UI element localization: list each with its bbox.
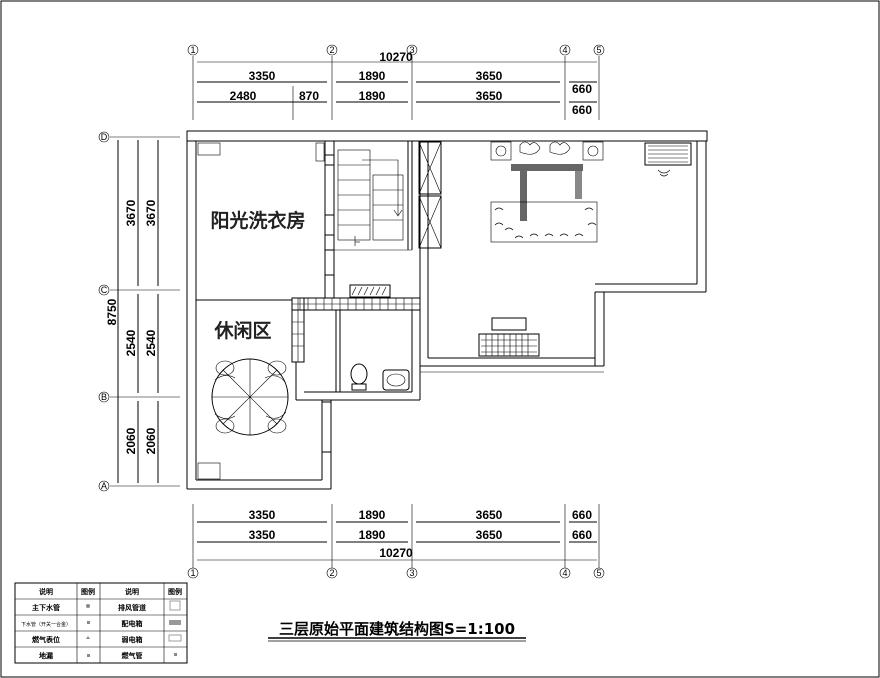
- legend-row4-left: 地漏: [39, 651, 53, 660]
- dim-bottom-row1-d: 660: [572, 508, 592, 522]
- dim-top-row2-b: 870: [299, 89, 319, 103]
- drain-pipe-icon: [86, 604, 90, 608]
- dim-left-inner-b: 2540: [144, 329, 158, 356]
- dim-top-row2-d: 3650: [476, 89, 503, 103]
- dim-bottom-row2-d: 660: [572, 528, 592, 542]
- dim-bottom-row2-a: 3350: [249, 528, 276, 542]
- axis-label-top-4: 4: [562, 45, 567, 55]
- axis-label-bottom-5: 5: [596, 568, 601, 578]
- axis-label-a: A: [101, 481, 107, 491]
- gas-pipe-icon: [174, 653, 177, 656]
- bottom-dimension-lines: [192, 504, 600, 568]
- bottom-axis-markers: 1 2 3 4 5: [187, 567, 605, 579]
- dim-top-total: 10270: [379, 50, 413, 64]
- dim-top-row1-b: 1890: [359, 69, 386, 83]
- bench-fixture: [478, 317, 540, 357]
- top-dimension-lines: [192, 56, 600, 120]
- room-label-leisure: 休闲区: [213, 319, 271, 342]
- legend-row3-left: 燃气表位: [31, 635, 60, 644]
- axis-label-top-5: 5: [596, 45, 601, 55]
- downpipe-icon: [87, 621, 90, 624]
- dim-bottom-row2-b: 1890: [359, 528, 386, 542]
- legend-header-icon-1: 图例: [81, 587, 95, 596]
- axis-label-b: B: [101, 392, 107, 402]
- dim-left-total: 8750: [105, 298, 119, 325]
- left-axis-markers: D C B A: [98, 131, 110, 492]
- weak-current-box-icon: [168, 634, 182, 642]
- dim-left-outer-a: 3670: [124, 199, 138, 226]
- axis-label-c: C: [101, 285, 108, 295]
- legend-row4-right: 燃气管: [121, 651, 143, 660]
- legend-row1-left: 主下水管: [32, 603, 60, 612]
- dim-left-inner-a: 3670: [144, 199, 158, 226]
- legend-row2-left: 下水管（开关一合金）: [21, 621, 71, 628]
- hatched-counter: [349, 284, 391, 298]
- legend-header-desc-1: 说明: [39, 587, 53, 596]
- dim-bottom-row2-c: 3650: [476, 528, 503, 542]
- dim-left-outer-c: 2060: [124, 427, 138, 454]
- dim-bottom-row1-a: 3350: [249, 508, 276, 522]
- dim-top-row2-a: 2480: [230, 89, 257, 103]
- legend-row2-right: 配电箱: [122, 619, 143, 628]
- dim-top-row2-c: 1890: [359, 89, 386, 103]
- staircase: [337, 149, 404, 246]
- axis-label-d: D: [101, 132, 108, 142]
- umbrella-fixture: [211, 358, 289, 436]
- drawing-title: 三层原始平面建筑结构图S=1:100: [279, 620, 515, 638]
- dim-left-inner-c: 2060: [144, 427, 158, 454]
- dim-top-row1-a: 3350: [249, 69, 276, 83]
- toilet-fixture: [350, 363, 368, 391]
- left-dimension-lines: [110, 136, 180, 487]
- legend-header-desc-2: 说明: [125, 587, 139, 596]
- room-label-laundry: 阳光洗衣房: [210, 209, 305, 232]
- axis-label-bottom-1: 1: [190, 568, 195, 578]
- floor-plan-walls: [186, 130, 708, 490]
- legend-table: 说明 图例 说明 图例 主下水管 排风管道 下水管（开关一合金） 配电箱 燃气表…: [14, 582, 188, 664]
- dim-top-row1-c: 3650: [476, 69, 503, 83]
- gas-meter-icon: [86, 636, 90, 639]
- legend-header-icon-2: 图例: [168, 587, 182, 596]
- legend-row3-right: 弱电箱: [122, 635, 143, 644]
- dim-bottom-total: 10270: [379, 546, 413, 560]
- top-axis-markers: 1 2 3 4 5: [187, 44, 605, 56]
- axis-label-bottom-4: 4: [562, 568, 567, 578]
- axis-label-top-3: 3: [409, 45, 414, 55]
- axis-label-bottom-2: 2: [329, 568, 334, 578]
- dim-left-outer-b: 2540: [124, 329, 138, 356]
- dim-bottom-row1-c: 3650: [476, 508, 503, 522]
- floor-drain-icon: [87, 654, 90, 657]
- dim-top-row1-d: 660: [572, 82, 592, 96]
- dim-bottom-row1-b: 1890: [359, 508, 386, 522]
- exhaust-duct-icon: [169, 600, 181, 611]
- cabinet-units: [418, 141, 442, 249]
- distribution-box-icon: [169, 620, 181, 625]
- axis-label-bottom-3: 3: [409, 568, 414, 578]
- axis-label-top-2: 2: [329, 45, 334, 55]
- basin-fixture: [382, 369, 410, 391]
- axis-label-top-1: 1: [190, 45, 195, 55]
- garden-features: [490, 141, 692, 243]
- legend-row1-right: 排风管道: [118, 603, 146, 612]
- dim-top-row2-e: 660: [572, 103, 592, 117]
